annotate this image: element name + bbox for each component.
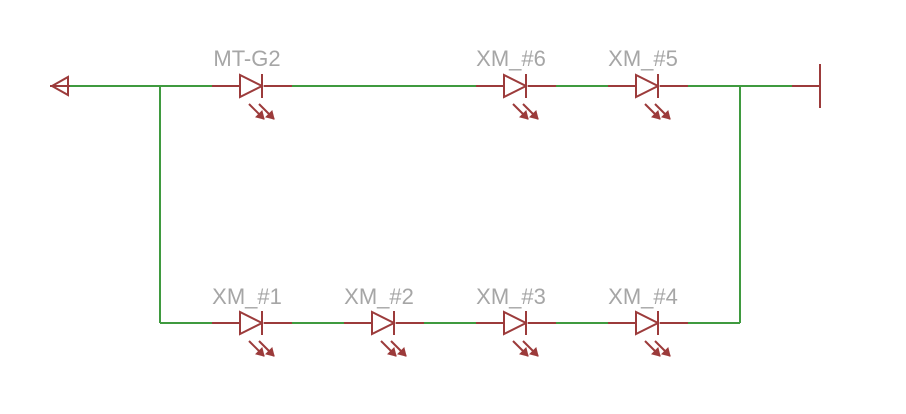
led-arrow-head <box>397 347 407 357</box>
led-xm-1 <box>212 310 292 357</box>
bar-terminal-icon <box>792 64 821 108</box>
label-xm-4: XM_#4 <box>608 284 678 309</box>
led-arrow-head <box>651 347 661 357</box>
led-triangle <box>371 310 397 336</box>
led-xm-2 <box>344 310 424 357</box>
led-triangle <box>503 73 529 99</box>
led-xm-4 <box>608 310 688 357</box>
led-arrow-head <box>255 110 265 120</box>
led-arrow-head <box>529 110 539 120</box>
led-xm-5 <box>608 73 688 120</box>
led-arrow-head <box>651 110 661 120</box>
led-arrow-head <box>519 347 529 357</box>
wires <box>55 85 820 324</box>
led-triangle <box>239 310 265 336</box>
led-arrow-head <box>387 347 397 357</box>
led-arrow-head <box>519 110 529 120</box>
label-xm-2: XM_#2 <box>344 284 414 309</box>
led-arrow-head <box>661 110 671 120</box>
led-triangle <box>239 73 265 99</box>
label-xm-6: XM_#6 <box>476 46 546 71</box>
label-xm-5: XM_#5 <box>608 46 678 71</box>
led-triangle <box>635 310 661 336</box>
arrow-terminal-icon <box>49 75 70 97</box>
label-mt-g2: MT-G2 <box>213 46 280 71</box>
led-arrow-head <box>265 110 275 120</box>
led-mt-g2 <box>212 73 292 120</box>
led-arrow-head <box>265 347 275 357</box>
led-xm-3 <box>476 310 556 357</box>
label-xm-1: XM_#1 <box>212 284 282 309</box>
label-xm-3: XM_#3 <box>476 284 546 309</box>
led-triangle <box>503 310 529 336</box>
led-arrow-head <box>529 347 539 357</box>
led-triangle <box>635 73 661 99</box>
led-arrow-head <box>661 347 671 357</box>
led-arrow-head <box>255 347 265 357</box>
led-xm-6 <box>476 73 556 120</box>
